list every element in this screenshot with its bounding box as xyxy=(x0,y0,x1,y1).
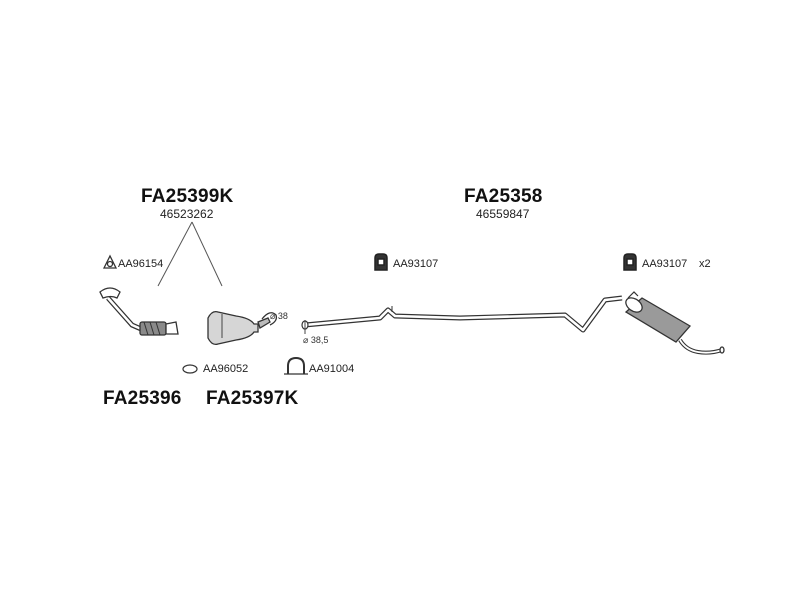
fitting-code-clamp[interactable]: AA91004 xyxy=(309,363,355,375)
rear-pipe-drawing xyxy=(301,291,639,333)
clamp-drawing xyxy=(284,356,308,375)
fitting-qty-hanger-rear: x2 xyxy=(699,258,711,270)
fitting-code-hanger-mid[interactable]: AA93107 xyxy=(393,258,439,270)
hanger-rear-drawing xyxy=(623,253,637,271)
group-code-rear-pipe[interactable]: FA25358 xyxy=(464,186,543,207)
dimension-cat-outlet: ⌀ 38 xyxy=(270,311,288,321)
group-connector-lines xyxy=(157,221,223,287)
fitting-code-gasket-cat[interactable]: AA96052 xyxy=(203,363,249,375)
group-oem-rear-pipe: 46559847 xyxy=(476,207,530,221)
fitting-code-hanger-rear[interactable]: AA93107 xyxy=(642,258,688,270)
fitting-code-gasket-front[interactable]: AA96154 xyxy=(118,258,164,270)
gasket-front-drawing xyxy=(102,254,118,269)
part-code-front-pipe[interactable]: FA25396 xyxy=(103,388,182,409)
dimension-pipe-inlet: ⌀ 38,5 xyxy=(303,335,329,345)
catalyst-drawing xyxy=(207,310,278,346)
hanger-mid-drawing xyxy=(374,253,388,271)
silencer-drawing xyxy=(624,297,725,355)
group-oem-manifold-set: 46523262 xyxy=(160,207,214,221)
part-code-catalyst[interactable]: FA25397K xyxy=(206,388,299,409)
gasket-cat-drawing xyxy=(182,364,198,374)
front-pipe-drawing xyxy=(99,287,179,336)
group-code-manifold-set[interactable]: FA25399K xyxy=(141,186,234,207)
